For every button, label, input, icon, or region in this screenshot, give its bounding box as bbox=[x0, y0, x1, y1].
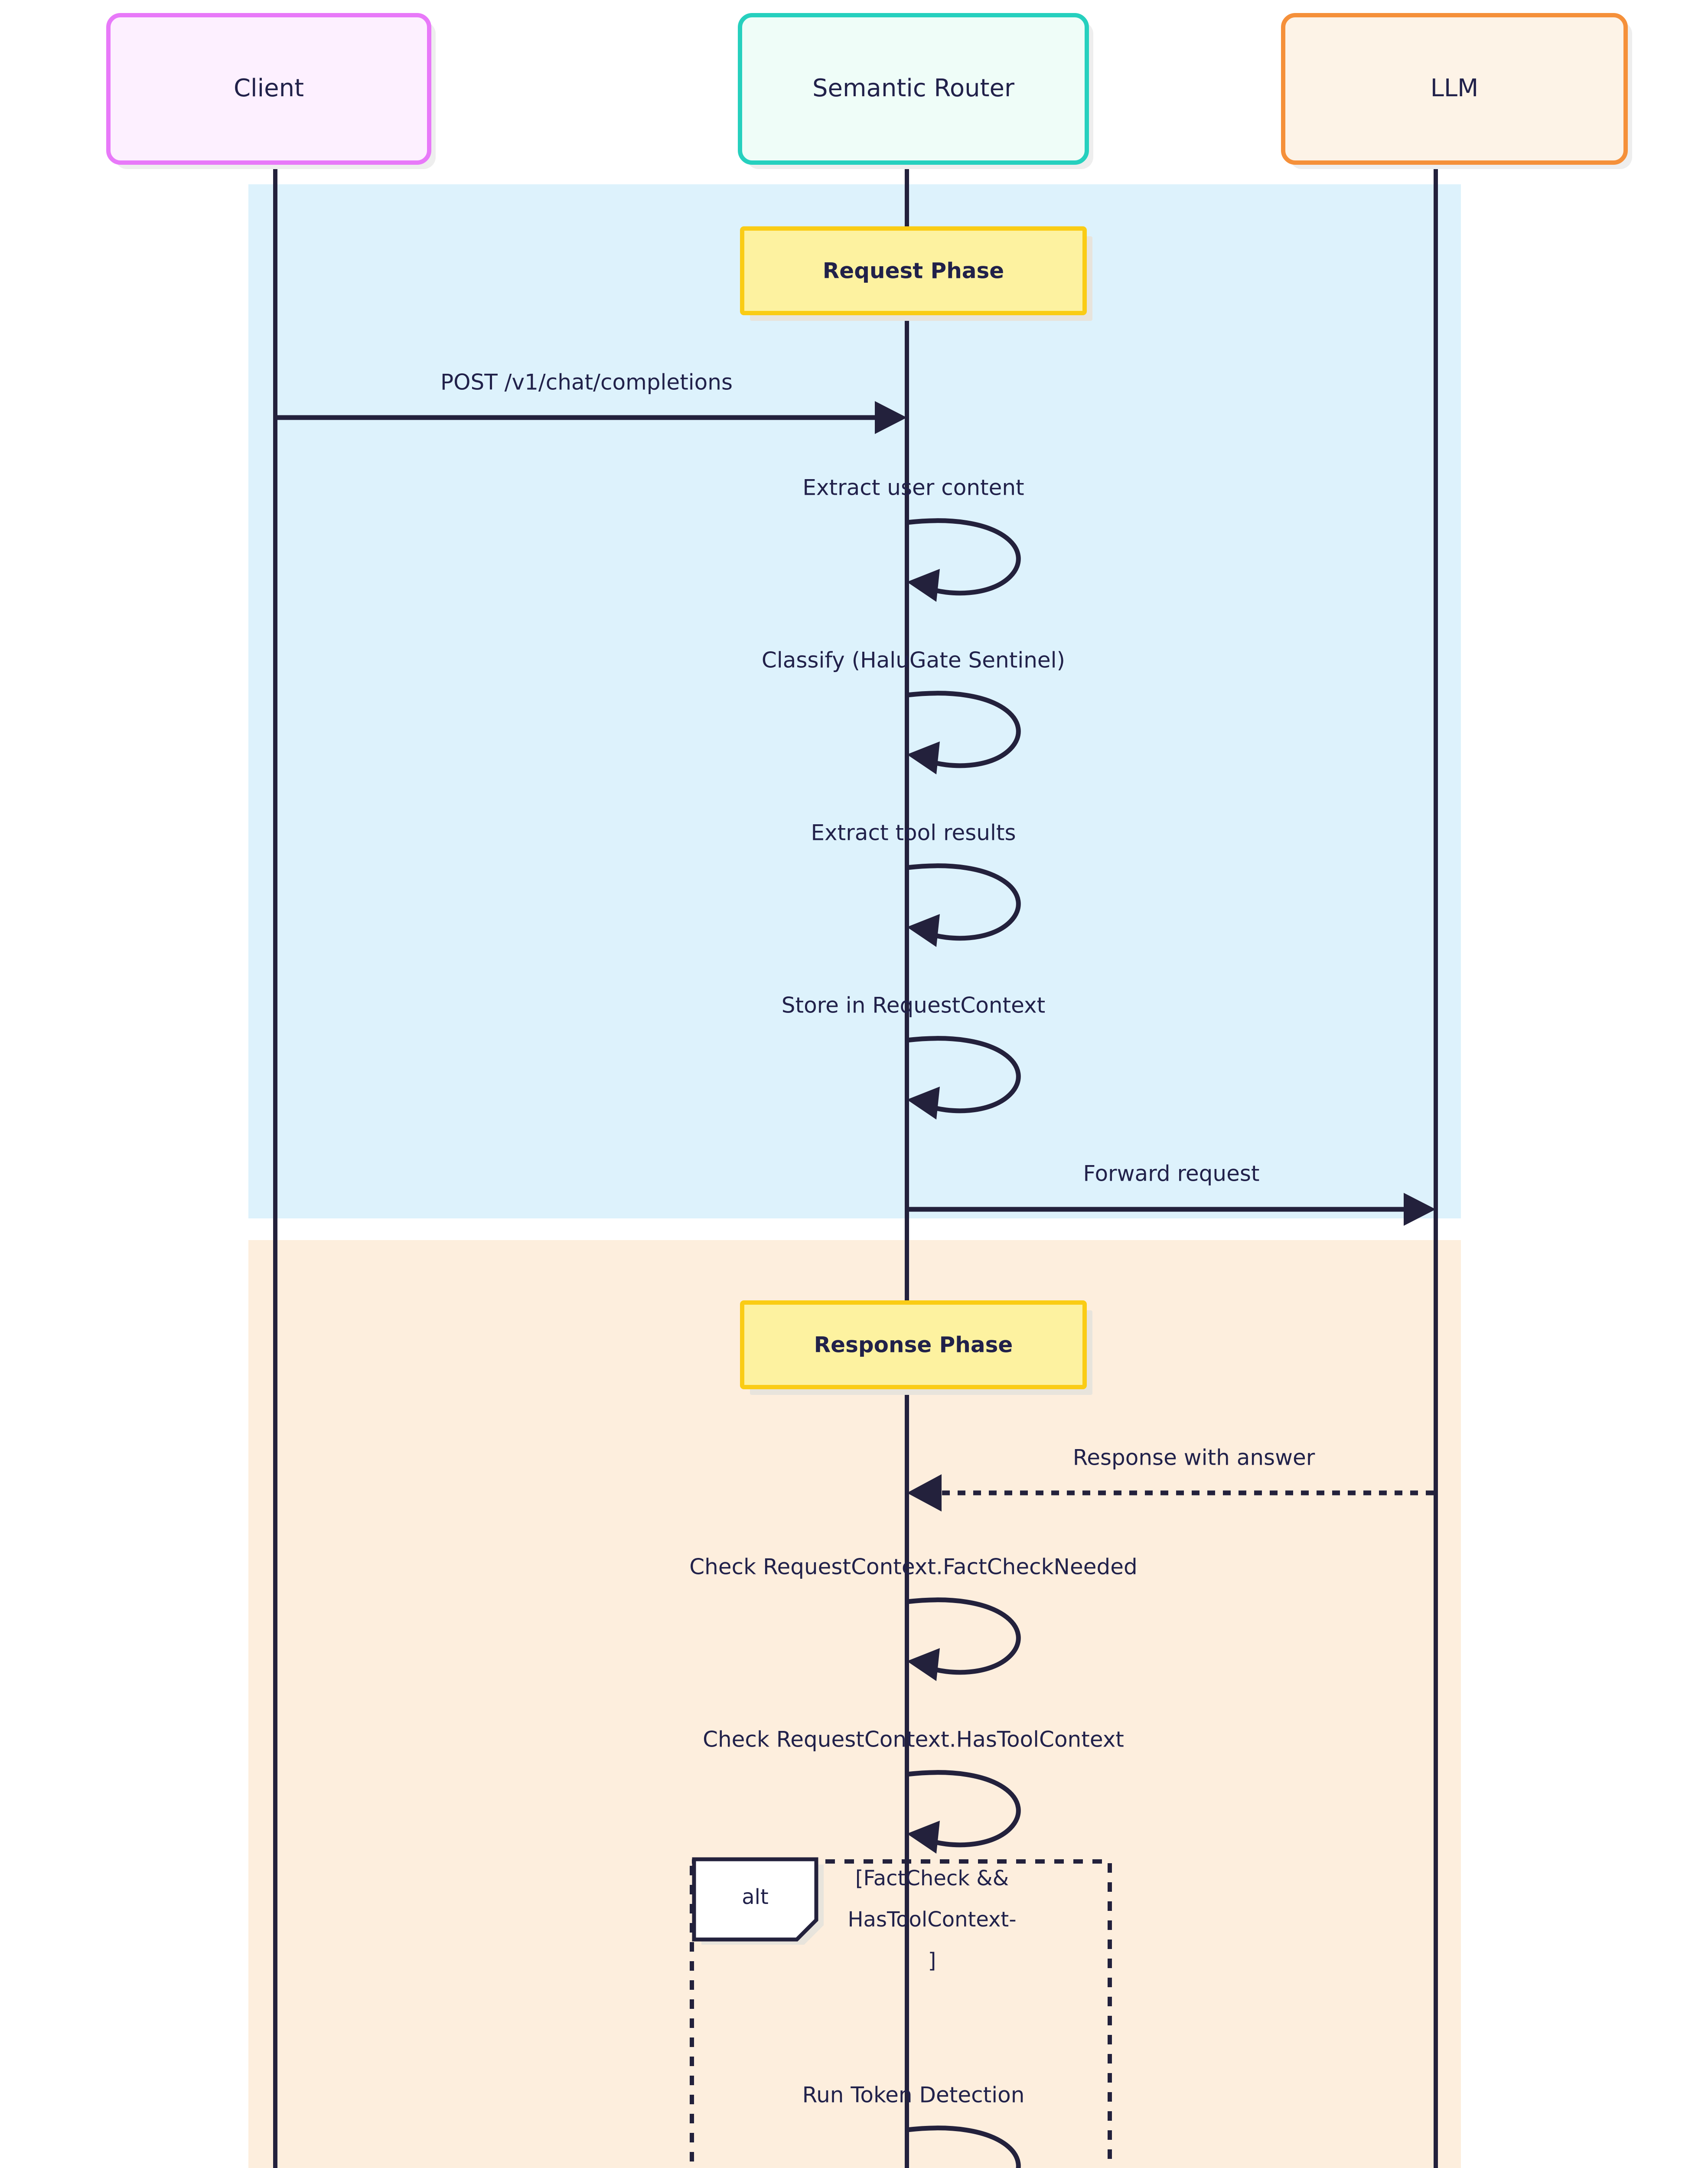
response-phase-label-text: Response Phase bbox=[814, 1332, 1013, 1358]
actor-llm-top-label: LLM bbox=[1431, 74, 1479, 102]
message-arrowhead-m5 bbox=[907, 1087, 940, 1120]
actor-router-top-box[interactable] bbox=[738, 13, 1089, 165]
alt-branch1-condition-line3: ] bbox=[928, 1949, 936, 1973]
message-label-m1: POST /v1/chat/completions bbox=[440, 370, 733, 395]
message-label-m2: Extract user content bbox=[802, 475, 1024, 500]
message-arrowhead-m2 bbox=[907, 569, 940, 602]
alt-branch1-condition-line1: [FactCheck && bbox=[855, 1866, 1009, 1890]
message-label-m3: Classify (HaluGate Sentinel) bbox=[762, 648, 1065, 673]
message-arrowhead-m1 bbox=[875, 401, 907, 434]
message-label-m4: Extract tool results bbox=[811, 820, 1016, 846]
message-selfloop-m3 bbox=[906, 691, 1021, 768]
alt-branch1-condition-line2: HasToolContext- bbox=[847, 1907, 1016, 1932]
message-arrowhead-m3 bbox=[907, 741, 940, 774]
actor-router-top-label: Semantic Router bbox=[812, 74, 1015, 102]
message-arrowhead-m6 bbox=[1404, 1193, 1436, 1226]
message-label-m7: Response with answer bbox=[1073, 1445, 1315, 1470]
actor-client-top-label: Client bbox=[234, 74, 304, 102]
alt-tab-label: alt bbox=[742, 1885, 769, 1909]
message-arrowhead-m7 bbox=[907, 1474, 942, 1512]
response-phase-label-box bbox=[740, 1300, 1087, 1389]
message-selfloop-m5 bbox=[906, 1036, 1021, 1113]
request-phase-label-text: Request Phase bbox=[823, 258, 1004, 284]
message-label-m8: Check RequestContext.FactCheckNeeded bbox=[689, 1554, 1137, 1580]
alt-tab bbox=[692, 1857, 818, 1942]
message-label-m10: Run Token Detection bbox=[802, 2083, 1025, 2108]
actor-client-top-box[interactable] bbox=[106, 13, 431, 165]
message-selfloop-m4 bbox=[906, 863, 1021, 941]
actor-llm-top-box[interactable] bbox=[1281, 13, 1628, 165]
message-arrowhead-m8 bbox=[907, 1648, 940, 1681]
message-arrowhead-m9 bbox=[907, 1821, 940, 1854]
message-label-m9: Check RequestContext.HasToolContext bbox=[703, 1727, 1124, 1752]
request-phase-band bbox=[248, 184, 1461, 1218]
request-phase-label-box bbox=[740, 226, 1087, 315]
message-label-m6: Forward request bbox=[1083, 1161, 1259, 1186]
message-selfloop-m9 bbox=[906, 1770, 1021, 1848]
message-selfloop-m2 bbox=[906, 518, 1021, 596]
message-selfloop-m10 bbox=[906, 2126, 1021, 2168]
message-arrowhead-m4 bbox=[907, 914, 940, 947]
message-label-m5: Store in RequestContext bbox=[782, 993, 1046, 1018]
message-selfloop-m8 bbox=[906, 1597, 1021, 1675]
